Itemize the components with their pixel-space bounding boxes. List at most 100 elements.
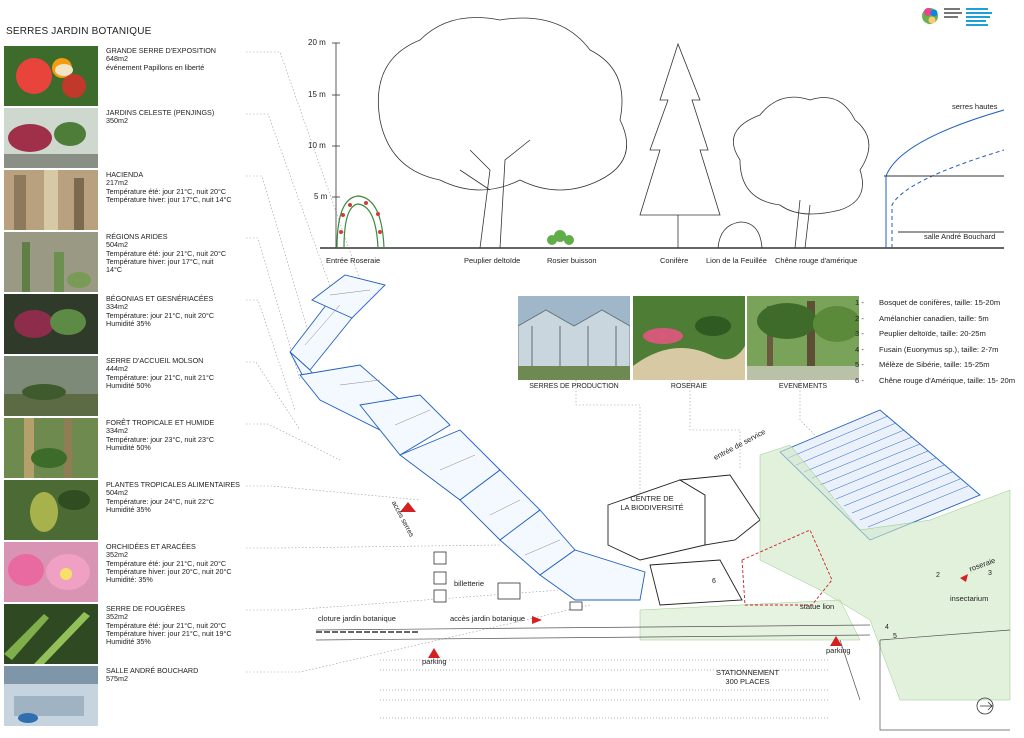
- rose-bushes: [339, 201, 382, 234]
- greenhouse-detail: Température: jour 24°C, nuit 22°C: [106, 496, 215, 506]
- greenhouse-item: BÉGONIAS ET GESNÉRIACÉES 334m2 Températu…: [4, 294, 244, 354]
- plan-number: 2: [936, 572, 940, 579]
- legend-number: 1 -: [855, 298, 864, 307]
- logo-mark: [922, 8, 992, 26]
- elevation-tick: 10 m: [308, 141, 326, 150]
- greenhouse-name: PLANTES TROPICALES ALIMENTAIRES: [106, 480, 240, 489]
- greenhouse-complex-roofs: [304, 289, 561, 556]
- elevation-trees: [336, 17, 870, 249]
- greenhouse-photo: [4, 108, 98, 168]
- biodiversity-center-line: LA BIODIVERSITÉ: [620, 503, 684, 512]
- greenhouse-detail: Température été: jour 21°C, nuit 20°C: [106, 558, 227, 568]
- parking-capacity-label: STATIONNEMENT 300 PLACES: [716, 668, 779, 686]
- elevation-label: Chêne rouge d'amérique: [775, 256, 858, 265]
- logo: [920, 4, 1020, 35]
- plan-number: 3: [988, 570, 992, 577]
- greenhouse-detail: Température hiver: jour 20°C, nuit 20°C: [106, 566, 232, 576]
- tree-legend: 1 -Bosquet de conifères, taille: 15-20m …: [855, 298, 1024, 391]
- greenhouse-item: FORÊT TROPICALE ET HUMIDE 334m2 Températ…: [4, 418, 244, 478]
- photo-roseraie: [633, 296, 745, 380]
- photo-caption: EVENEMENTS: [778, 383, 828, 390]
- greenhouse-photo: [4, 542, 98, 602]
- parking-label: parking: [422, 657, 447, 666]
- photo-caption: SERRES DE PRODUCTION: [529, 383, 619, 390]
- elevation-label: Peuplier deltoïde: [464, 256, 521, 265]
- greenhouse-photo: [4, 294, 98, 354]
- greenhouse-detail: 575m2: [106, 674, 128, 684]
- elevation-label: Entrée Roseraie: [326, 256, 381, 265]
- elevation-tick: 5 m: [314, 192, 328, 201]
- greenhouse-detail: 504m2: [106, 488, 128, 498]
- greenhouse-photo: [4, 480, 98, 540]
- greenhouse-detail: Température été: jour 21°C, nuit 20°C: [106, 186, 227, 196]
- roads: [315, 624, 1011, 731]
- greenhouse-detail: Température hiver: jour 21°C, nuit 19°C: [106, 628, 232, 638]
- elevation-label: Lion de la Feuillée: [706, 256, 767, 265]
- legend-text: Bosquet de conifères, taille: 15-20m: [879, 298, 1001, 307]
- plan-number: 6: [712, 578, 716, 585]
- greenhouse-item: RÉGIONS ARIDES 504m2 Température été: jo…: [4, 232, 244, 292]
- greenhouse-photo: [4, 170, 98, 230]
- vegetation: [639, 444, 1011, 701]
- parking-rows: [380, 659, 830, 719]
- elevation-axis: [320, 42, 1004, 249]
- greenhouse-name: GRANDE SERRE D'EXPOSITION: [106, 46, 217, 55]
- elevation-label: Conifère: [660, 256, 689, 265]
- plan-number: 5: [893, 633, 897, 640]
- biodiversity-center: [607, 474, 761, 606]
- salle-label: salle André Bouchard: [924, 232, 996, 241]
- greenhouse-detail: événement Papillons en liberté: [106, 62, 205, 72]
- greenhouse-item: HACIENDA 217m2 Température été: jour 21°…: [4, 170, 244, 230]
- greenhouse-item: SALLE ANDRÉ BOUCHARD 575m2: [4, 666, 244, 726]
- greenhouse-item: SERRE DE FOUGÈRES 352m2 Température été:…: [4, 604, 244, 664]
- legend-number: 5 -: [855, 360, 864, 369]
- greenhouse-detail: Température: jour 21°C, nuit 21°C: [106, 372, 215, 382]
- greenhouse-name: FORÊT TROPICALE ET HUMIDE: [106, 418, 215, 427]
- greenhouse-name: SALLE ANDRÉ BOUCHARD: [106, 666, 199, 675]
- legend-item: 6 -Chêne rouge d'Amérique, taille: 15- 2…: [855, 376, 1024, 392]
- greenhouse-detail: 504m2: [106, 240, 128, 250]
- north-arrow-icon: [976, 697, 994, 715]
- photo-serres-production: [518, 296, 630, 380]
- legend-text: Fusain (Euonymus sp.), taille: 2-7m: [879, 344, 999, 354]
- greenhouse-detail: 14°C: [106, 265, 123, 275]
- legend-item: 5 - Mélèze de Sibérie, taille: 15-25m: [855, 360, 1024, 376]
- greenhouse-detail: Température hiver: jour 17°C, nuit 14°C: [106, 194, 232, 204]
- rosier-buisson: [547, 230, 574, 245]
- greenhouse-detail: 352m2: [106, 550, 128, 560]
- greenhouse-detail: Température: jour 23°C, nuit 23°C: [106, 434, 215, 444]
- legend-item: 2 -Amélanchier canadien, taille: 5m: [855, 314, 1024, 330]
- legend-number: 3 -: [855, 329, 864, 338]
- greenhouse-complex-plan: [289, 274, 646, 601]
- greenhouse-name: SERRE D'ACCUEIL MOLSON: [106, 356, 204, 365]
- greenhouse-name: RÉGIONS ARIDES: [106, 232, 168, 241]
- greenhouse-photo: [4, 418, 98, 478]
- elevation-label: Rosier buisson: [547, 256, 597, 265]
- greenhouse-detail: 648m2: [106, 54, 128, 64]
- parking-title-line: STATIONNEMENT: [716, 668, 780, 677]
- greenhouse-detail: 352m2: [106, 612, 128, 622]
- production-greenhouse-ridges: [787, 415, 969, 528]
- fence-label: cloture jardin botanique: [318, 614, 396, 623]
- garden-access-label: accès jardin botanique: [450, 614, 526, 623]
- small-structures: [433, 551, 583, 611]
- leader-lines: [246, 51, 821, 673]
- greenhouse-detail: 334m2: [106, 302, 128, 312]
- serres-hautes-label: serres hautes: [952, 102, 998, 111]
- greenhouse-item: JARDINS CELESTE (PENJINGS) 350m2: [4, 108, 244, 168]
- greenhouse-name: SERRE DE FOUGÈRES: [106, 604, 186, 613]
- greenhouse-detail: Humidité 35%: [106, 504, 151, 514]
- parking-title-line: 300 PLACES: [725, 677, 770, 686]
- legend-text: Chêne rouge d'Amérique, taille: 15- 20m: [879, 375, 1016, 385]
- legend-text: Mélèze de Sibérie, taille: 15-25m: [879, 360, 990, 369]
- greenhouse-name: ORCHIDÉES ET ARACÉES: [106, 542, 196, 551]
- insectarium-label: insectarium: [950, 594, 989, 603]
- serres-hautes-profile: [884, 109, 1005, 248]
- ticket-office-label: billetterie: [454, 579, 485, 588]
- greenhouse-photo: [4, 232, 98, 292]
- greenhouse-detail: 334m2: [106, 426, 128, 436]
- greenhouse-item: GRANDE SERRE D'EXPOSITION 648m2 événemen…: [4, 46, 244, 106]
- greenhouse-photo: [4, 666, 98, 726]
- biodiversity-center-label: CENTRE DE LA BIODIVERSITÉ: [612, 494, 692, 512]
